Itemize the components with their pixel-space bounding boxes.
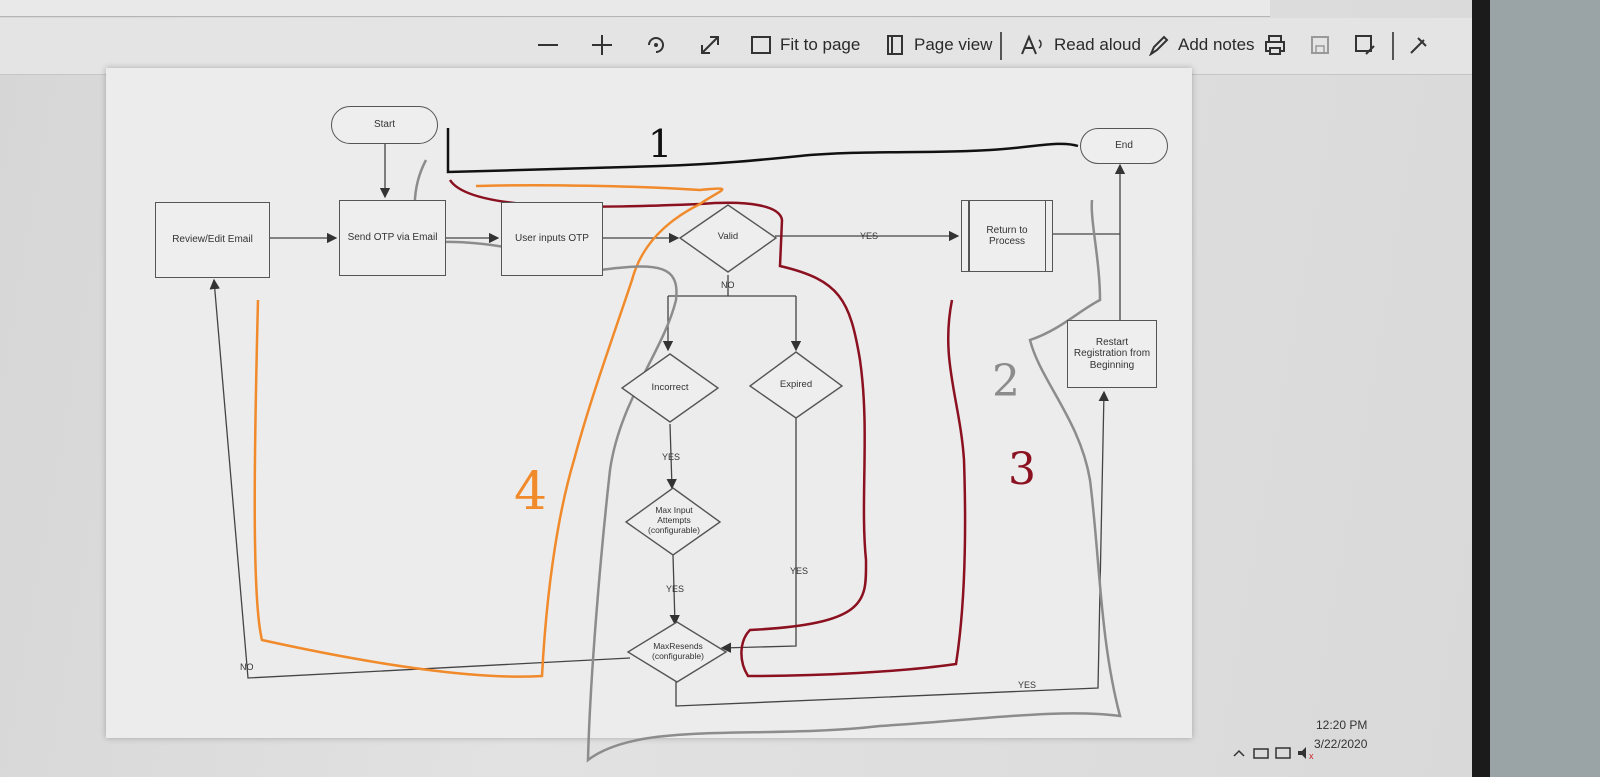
annotation-path-1	[446, 128, 1079, 174]
annotation-number-3: 3	[1008, 444, 1036, 495]
toolbar-divider	[1000, 32, 1002, 60]
read-aloud-button[interactable]: Read aloud	[1020, 28, 1141, 62]
incorrect-diamond	[620, 353, 720, 423]
max-input-attempts-label: Max Input Attempts (configurable)	[648, 505, 700, 535]
user-inputs-otp-label: User inputs OTP	[515, 233, 589, 245]
return-to-process-label: Return to Process	[986, 224, 1028, 248]
fit-page-icon	[751, 36, 771, 54]
send-otp-label: Send OTP via Email	[347, 232, 438, 244]
address-bar-strip	[0, 0, 1270, 17]
zoom-in-button[interactable]	[590, 28, 614, 62]
max-resends-diamond	[626, 621, 728, 683]
battery-icon	[1253, 748, 1269, 759]
fit-to-page-label: Fit to page	[780, 35, 861, 54]
incorrect-label: Incorrect	[651, 382, 689, 393]
print-button[interactable]	[1264, 28, 1286, 62]
annotation-path-3	[448, 179, 967, 678]
chevron-up-icon	[1233, 749, 1245, 757]
end-label: End	[1115, 140, 1133, 152]
toolbar-divider	[1392, 32, 1394, 60]
minus-icon	[538, 44, 558, 46]
expand-icon	[701, 36, 719, 54]
save-button[interactable]	[1310, 28, 1330, 62]
edge-label-yes-max-input: YES	[666, 584, 685, 594]
room-background	[1490, 0, 1600, 777]
pin-button[interactable]	[1408, 28, 1430, 62]
print-icon	[1265, 35, 1285, 55]
max-input-attempts-diamond	[624, 487, 722, 556]
max-resends-label: MaxResends (configurable)	[652, 641, 704, 661]
network-icon	[1275, 747, 1291, 759]
annotation-number-4: 4	[514, 462, 548, 522]
edge-label-yes-incorrect: YES	[662, 452, 681, 462]
pin-icon	[1410, 37, 1427, 54]
review-edit-email-label: Review/Edit Email	[172, 234, 253, 246]
send-otp-box: Send OTP via Email	[339, 200, 446, 276]
add-notes-label: Add notes	[1178, 35, 1255, 54]
pdf-toolbar: Fit to page Page view Read aloud Add not…	[0, 18, 1472, 75]
page-view-button[interactable]: Page view	[884, 28, 992, 62]
expired-label: Expired	[779, 379, 813, 390]
user-inputs-otp-box: User inputs OTP	[501, 202, 603, 276]
monitor-bezel	[1472, 0, 1490, 777]
system-tray-icons: x	[1233, 747, 1314, 761]
save-icon	[1311, 36, 1329, 54]
rotate-button[interactable]	[644, 28, 668, 62]
plus-icon	[592, 35, 612, 55]
edge-label-yes-expired: YES	[790, 566, 809, 576]
valid-label: Valid	[717, 231, 739, 242]
return-to-process-box: Return to Process	[961, 200, 1053, 272]
fit-to-page-button[interactable]: Fit to page	[750, 28, 860, 62]
full-screen-button[interactable]	[698, 28, 722, 62]
speaker-icon	[1298, 747, 1306, 759]
review-edit-email-box: Review/Edit Email	[155, 202, 270, 278]
zoom-out-button[interactable]	[536, 28, 560, 62]
clock-time[interactable]: 12:20 PM	[1316, 718, 1368, 732]
read-aloud-label: Read aloud	[1054, 35, 1141, 54]
edge-label-yes-valid: YES	[860, 231, 879, 241]
start-terminal: Start	[331, 106, 438, 144]
annotation-number-1: 1	[648, 122, 673, 166]
page-view-label: Page view	[914, 35, 993, 54]
edge-label-no-valid: NO	[721, 280, 735, 290]
restart-registration-label: Restart Registration from Beginning	[1073, 336, 1151, 371]
mute-mark-icon: x	[1309, 751, 1314, 761]
restart-registration-box: Restart Registration from Beginning	[1067, 320, 1157, 388]
valid-diamond	[678, 204, 778, 273]
save-as-icon	[1355, 35, 1375, 55]
page-view-icon	[887, 35, 903, 55]
clock-date[interactable]: 3/22/2020	[1314, 737, 1368, 751]
add-notes-button[interactable]: Add notes	[1148, 28, 1255, 62]
annotation-number-2: 2	[992, 356, 1020, 407]
read-aloud-icon	[1021, 34, 1042, 55]
pen-icon	[1149, 35, 1169, 56]
start-label: Start	[373, 119, 396, 131]
edge-label-no-resends: NO	[240, 662, 254, 672]
annotation-path-4	[253, 183, 724, 678]
expired-diamond	[748, 351, 844, 419]
rotate-icon	[648, 37, 664, 53]
edge-label-yes-resends: YES	[1018, 680, 1037, 690]
end-terminal: End	[1080, 128, 1168, 164]
save-as-button[interactable]	[1354, 28, 1376, 62]
